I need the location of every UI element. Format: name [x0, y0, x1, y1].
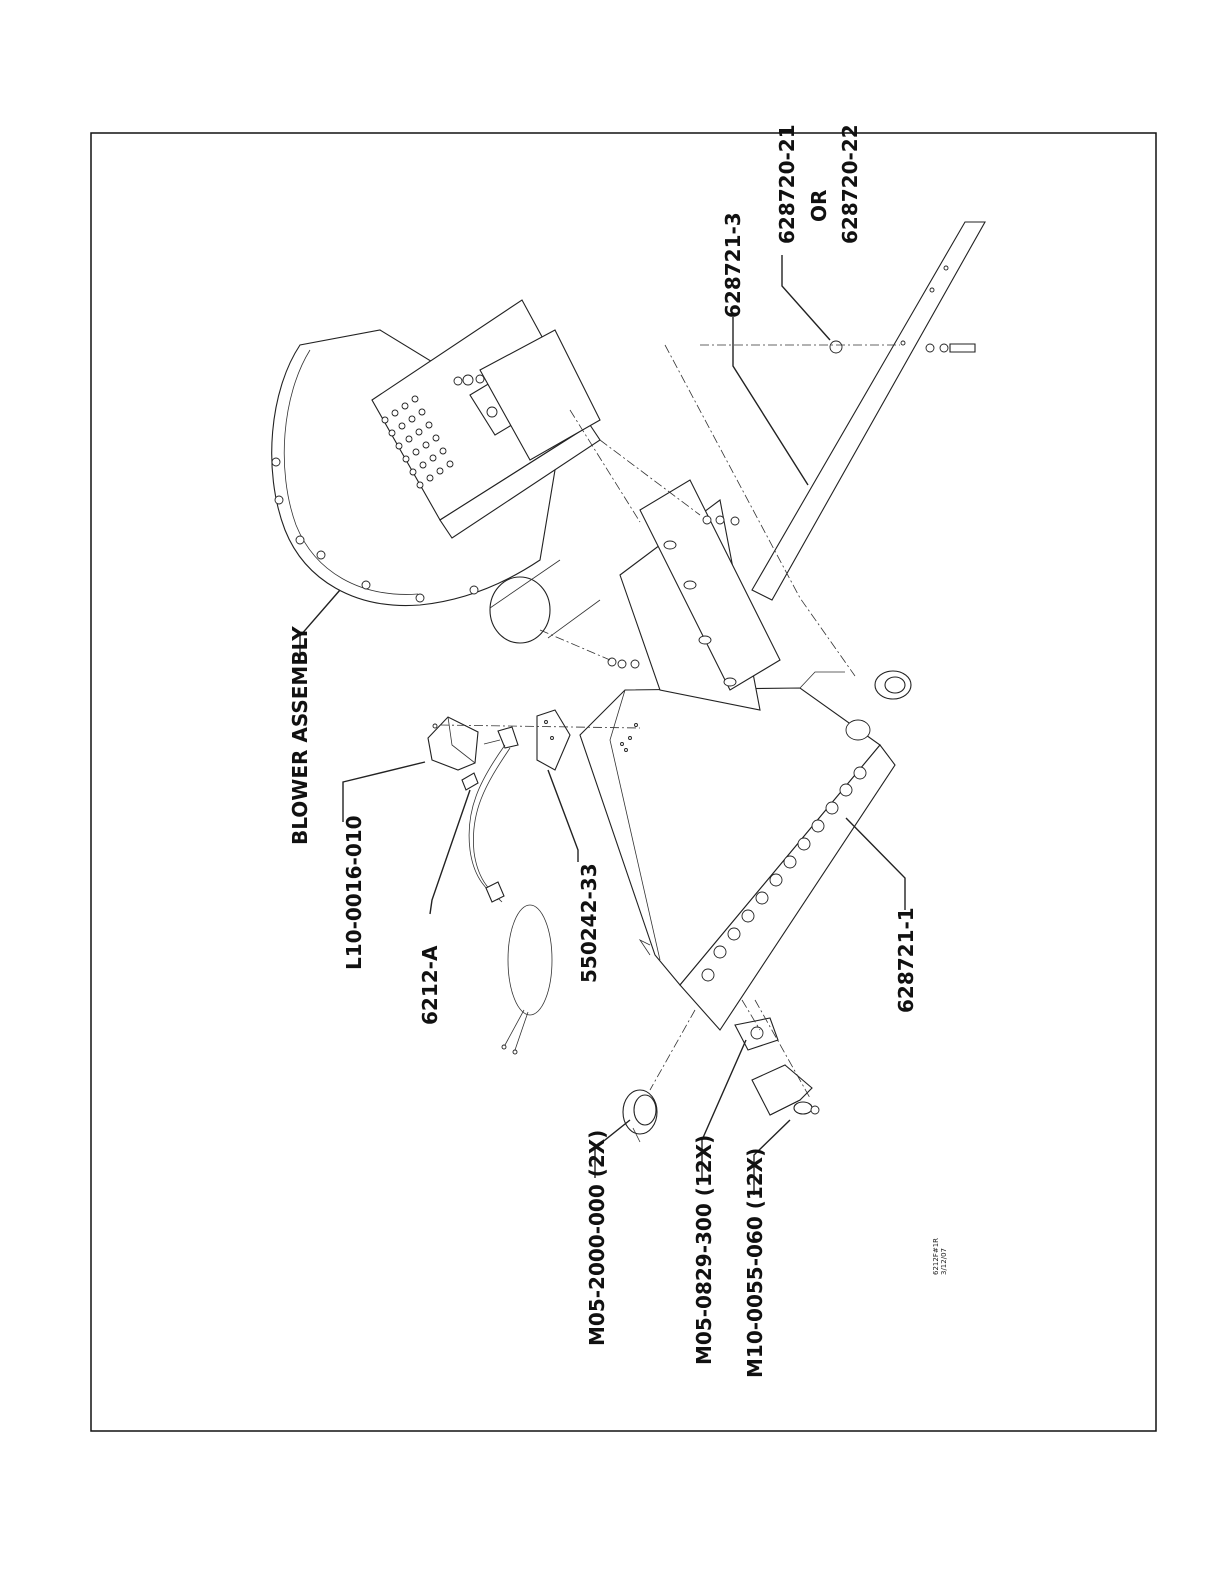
- label-628721-1: 628721-1: [894, 907, 918, 1013]
- label-or: OR: [807, 190, 831, 222]
- label-l10-0016-010: L10-0016-010: [342, 815, 366, 970]
- wire-harness-drawing: [462, 745, 552, 1054]
- label-m05-0829-300: M05-0829-300 (12X): [692, 1135, 716, 1365]
- label-m10-0055-060: M10-0055-060 (12X): [743, 1148, 767, 1378]
- label-628720-22: 628720-22: [838, 124, 862, 244]
- label-628721-3: 628721-3: [721, 212, 745, 318]
- label-m05-2000-000: M05-2000-000 (2X): [585, 1130, 609, 1346]
- drawing-id-date: 3/12/07: [940, 1248, 948, 1275]
- burner-box-drawing: [580, 672, 895, 1030]
- label-6212-a: 6212-A: [418, 945, 442, 1025]
- manifold-channel-drawing: [608, 480, 780, 710]
- drawing-id-number: 6212F#1R: [932, 1238, 940, 1275]
- blower-assembly-drawing: [272, 300, 600, 643]
- drawing-id: 6212F#1R 3/12/07: [932, 1238, 948, 1275]
- label-blower-assembly: BLOWER ASSEMBLY: [288, 626, 312, 845]
- label-550242-33: 550242-33: [577, 863, 601, 983]
- transformer-drawing: [428, 710, 570, 770]
- label-628720-21: 628720-21: [775, 124, 799, 244]
- long-strip-drawing: [752, 222, 985, 600]
